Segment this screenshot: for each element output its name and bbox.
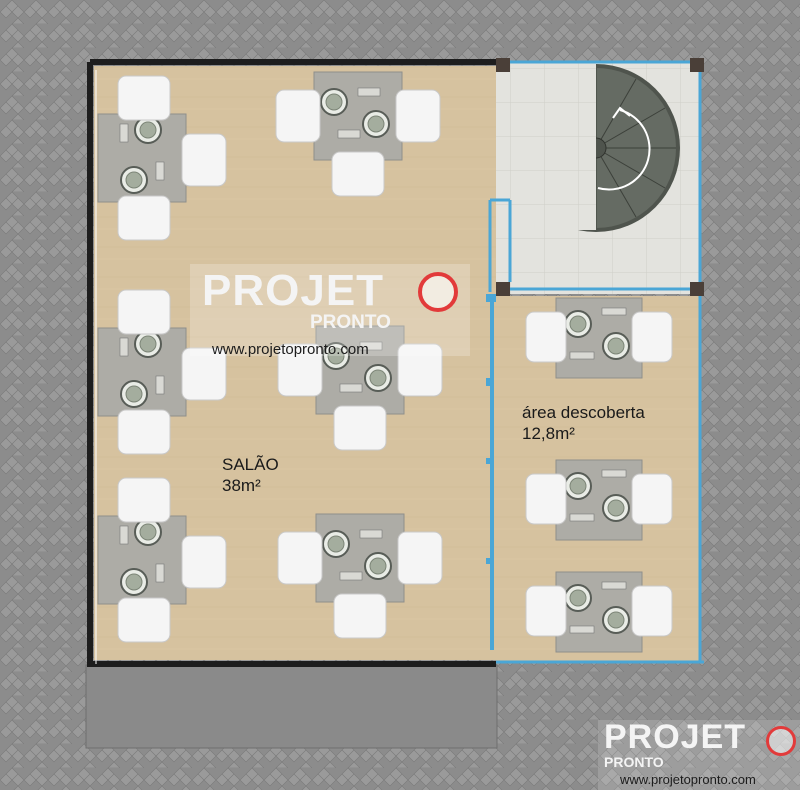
chair — [397, 531, 443, 585]
chair — [525, 585, 567, 637]
dining-set — [555, 459, 643, 541]
chair — [333, 405, 387, 451]
chair — [331, 151, 385, 197]
chair — [275, 89, 321, 143]
chair — [117, 597, 171, 643]
chair — [631, 585, 673, 637]
chair — [117, 195, 171, 241]
watermark-corner-logo-icon — [766, 726, 796, 756]
chair — [525, 473, 567, 525]
watermark-corner: PROJET PRONTO www.projetopronto.com — [598, 718, 800, 790]
chair — [631, 473, 673, 525]
table — [555, 571, 643, 653]
outdoor-name: área descoberta — [522, 403, 645, 422]
chair — [277, 343, 323, 397]
watermark-sub: PRONTO — [310, 312, 391, 333]
chair — [181, 347, 227, 401]
chair — [117, 409, 171, 455]
chair — [117, 289, 171, 335]
entrance-slab — [85, 664, 498, 749]
chair — [397, 343, 443, 397]
outdoor-label: área descoberta 12,8m² — [522, 402, 645, 444]
walls — [87, 58, 704, 667]
chair — [277, 531, 323, 585]
watermark-corner-brand: PROJET — [604, 718, 747, 756]
watermark-url: www.projetopronto.com — [212, 341, 369, 358]
salao-name: SALÃO — [222, 455, 279, 474]
dining-set — [97, 327, 187, 417]
chair — [395, 89, 441, 143]
table — [555, 297, 643, 379]
watermark-center: PROJET PRONTO www.projetopronto.com — [190, 264, 470, 358]
chair — [631, 311, 673, 363]
table — [315, 513, 405, 603]
watermark-logo-icon — [418, 272, 458, 312]
salao-area: 38m² — [222, 476, 261, 495]
spiral-staircase — [496, 62, 680, 232]
chair — [525, 311, 567, 363]
chair — [181, 133, 227, 187]
watermark-corner-url: www.projetopronto.com — [620, 772, 756, 787]
glass-partitions — [486, 60, 704, 664]
chair — [181, 535, 227, 589]
dining-set — [313, 71, 403, 161]
chair — [333, 593, 387, 639]
dining-set — [315, 325, 405, 415]
chair — [117, 477, 171, 523]
dining-tables — [97, 71, 673, 653]
table — [555, 459, 643, 541]
dining-set — [555, 571, 643, 653]
dining-set — [97, 515, 187, 605]
watermark-corner-sub: PRONTO — [604, 754, 664, 770]
dining-set — [97, 113, 187, 203]
dining-set — [315, 513, 405, 603]
watermark-brand: PROJET — [202, 266, 385, 315]
table — [313, 71, 403, 161]
dining-set — [555, 297, 643, 379]
outdoor-area: 12,8m² — [522, 424, 575, 443]
chair — [117, 75, 171, 121]
salao-label: SALÃO 38m² — [222, 454, 279, 496]
